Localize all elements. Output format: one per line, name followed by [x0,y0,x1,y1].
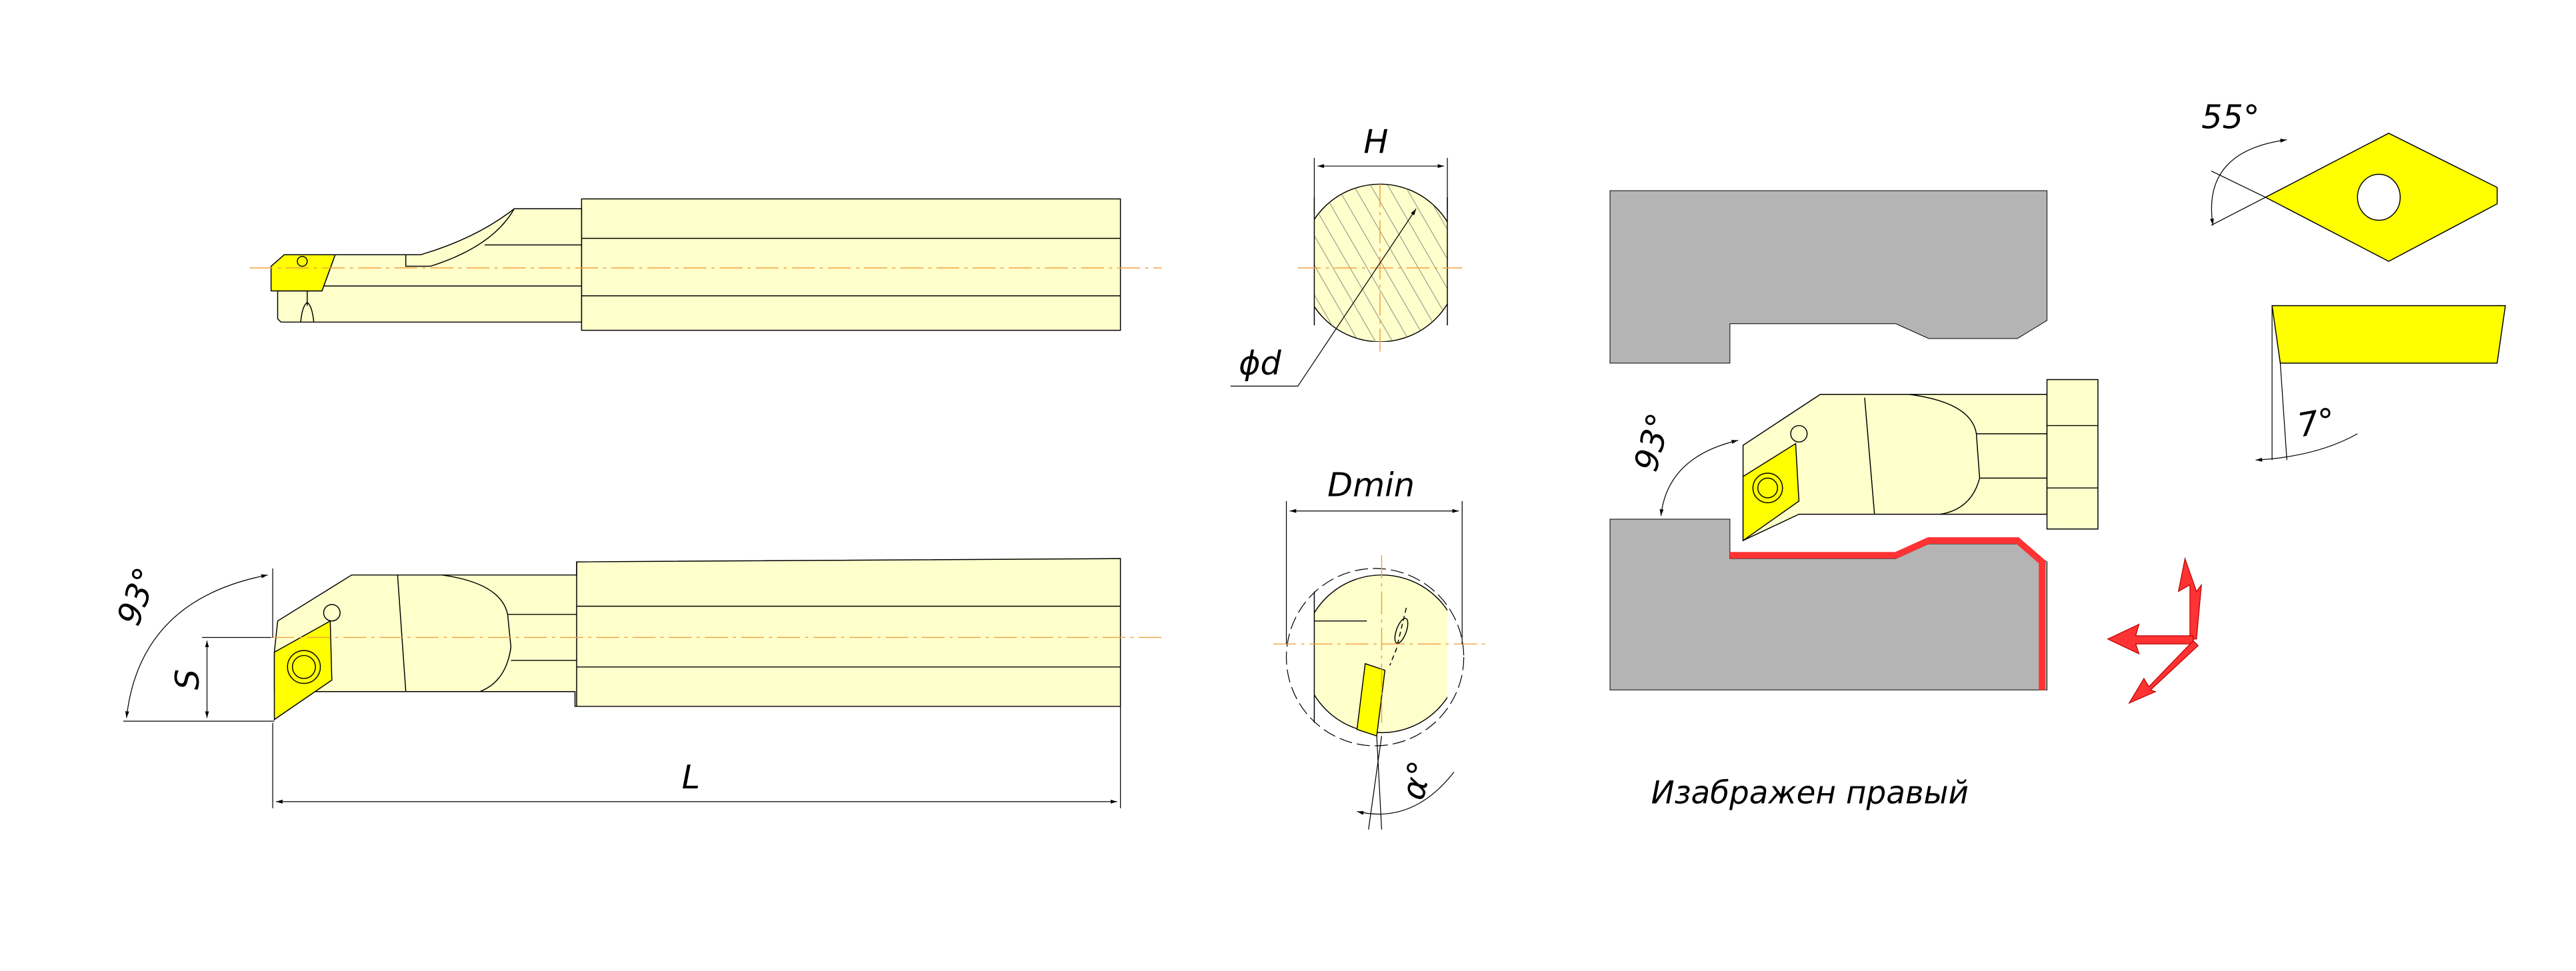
dim-d-label: ϕd [1239,344,1281,383]
insert-scheme [1742,443,1800,542]
insert-side [270,254,336,292]
dim-l-label: L [682,758,700,796]
machined-surface [1729,537,2046,690]
insert-profile [2271,305,2506,364]
workpiece-bottom [1609,518,2047,690]
dim-dmin-label: Dmin [1327,466,1415,504]
machining-scheme: 93° Изабражен правый [1609,190,2202,811]
dim-s-label: S [168,669,207,690]
angle-alpha-label: α° [1393,757,1441,804]
min-bore-section: Dmin α° [1273,466,1491,830]
shank-section: H ϕd [1230,122,1463,387]
holder-side-view [249,198,1162,331]
angle-93-scheme-label: 93° [1627,409,1679,475]
feed-direction-arrows-icon [2107,556,2202,704]
insert-plan [273,620,333,721]
workpiece-top [1609,190,2047,364]
angle-7-label: 7° [2295,401,2338,445]
dim-h-label: H [1363,122,1388,161]
holder-plan-view: S 93° L [109,558,1162,808]
angle-93-label: 93° [109,562,165,630]
caption: Изабражен правый [1651,775,1969,811]
insert-views: 55° 7° [2201,98,2506,462]
angle-55-label: 55° [2201,98,2259,137]
